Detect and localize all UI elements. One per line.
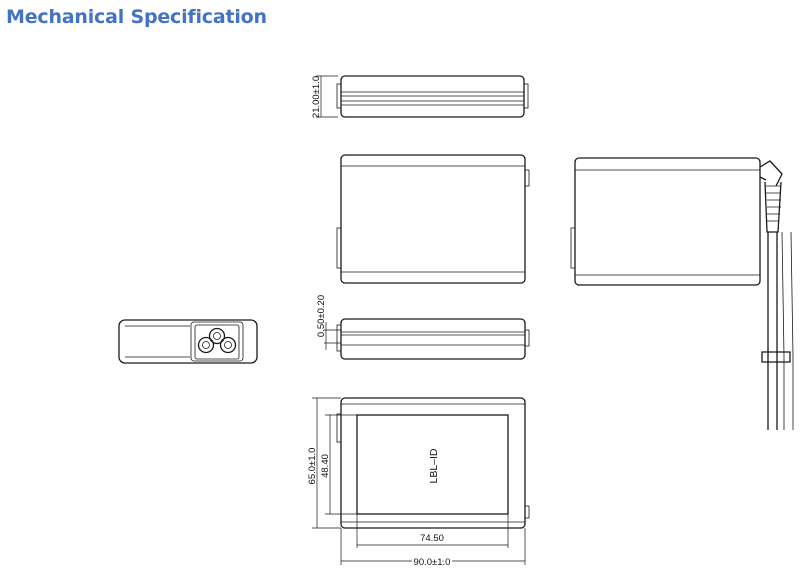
height-dimension-label: 21.00±1.0 xyxy=(311,76,322,118)
power-cable xyxy=(761,231,794,430)
body-view xyxy=(336,154,530,284)
outer-height-label: 65.0±1.0 xyxy=(307,448,318,485)
outer-width-label: 90.0±1.0 xyxy=(414,557,451,568)
inner-height-dimension: 48.40 xyxy=(320,414,357,515)
front-view: LBL–ID 65.0±1.0 48.40 74.50 90.0±1.0 xyxy=(307,397,530,570)
side-view: 0.50±0.20 xyxy=(316,295,530,360)
cable-side-view xyxy=(570,157,794,430)
height-dimension: 21.00±1.0 xyxy=(311,75,338,118)
gap-dimension-label: 0.50±0.20 xyxy=(316,295,327,337)
inner-width-dimension: 74.50 xyxy=(356,514,509,548)
ac-inlet-icon xyxy=(197,327,237,354)
gap-dimension: 0.50±0.20 xyxy=(316,295,341,350)
inner-width-label: 74.50 xyxy=(420,533,444,544)
label-area xyxy=(356,414,509,515)
label-id-text: LBL–ID xyxy=(428,448,440,483)
inner-height-label: 48.40 xyxy=(320,454,331,478)
page-title: Mechanical Specification xyxy=(6,6,267,28)
outer-height-dimension: 65.0±1.0 xyxy=(307,397,341,529)
strain-relief-icon xyxy=(759,160,783,233)
outer-width-dimension: 90.0±1.0 xyxy=(340,528,526,570)
top-view: 21.00±1.0 xyxy=(311,75,529,118)
end-view xyxy=(118,319,258,364)
